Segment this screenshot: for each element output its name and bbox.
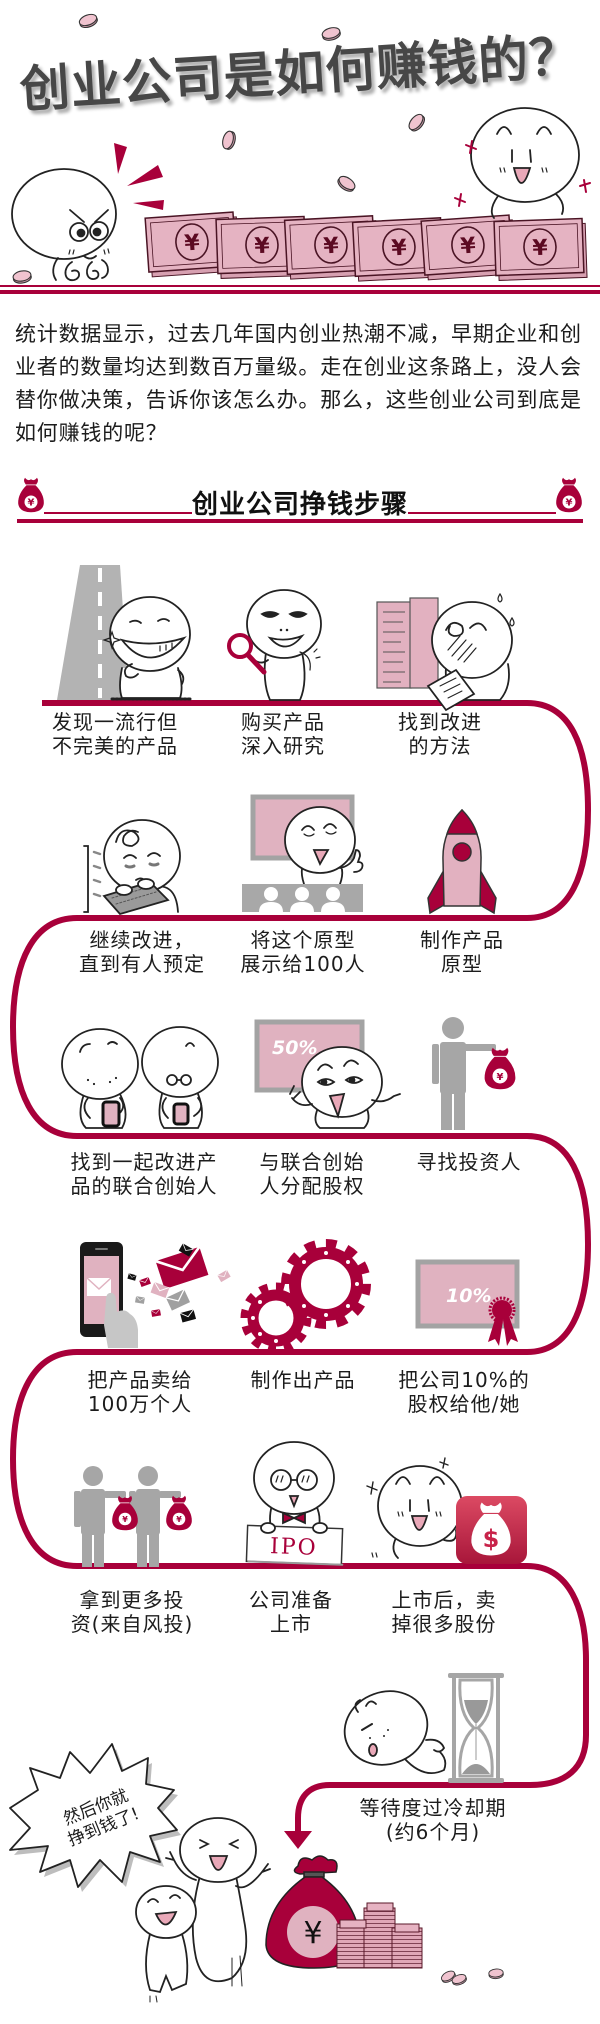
magnifying-glass-icon — [227, 633, 267, 675]
yen-symbol: ¥ — [28, 498, 35, 509]
cofounders-icon — [61, 1026, 219, 1129]
yen-symbol: ¥ — [391, 236, 408, 262]
ipo-sign-icon: IPO — [245, 1441, 344, 1566]
road-icon — [57, 565, 129, 700]
step-10-label: 把公司10%的 股权给他/她 — [398, 1368, 530, 1416]
yen-symbol: ¥ — [497, 1072, 504, 1083]
step-3-label: 找到改进 的方法 — [398, 710, 482, 758]
step-13-label: 拿到更多投 资(来自风投) — [70, 1588, 194, 1636]
happy-character-icon — [470, 107, 580, 219]
cash-stacks-icon — [336, 1902, 423, 1969]
sparkle-icon — [454, 140, 591, 207]
investor-icon: ¥ — [432, 1017, 516, 1130]
step-16-label: 等待度过冷却期 (约6个月) — [359, 1796, 507, 1844]
step-8-label: 与联合创始 人分配股权 — [259, 1150, 365, 1198]
arrow-down-icon — [284, 1831, 312, 1849]
step-5-label: 将这个原型 展示给100人 — [240, 928, 366, 976]
screen-percent-text: 50% — [272, 1037, 317, 1059]
rocket-icon — [427, 808, 497, 915]
flying-envelopes-icon — [127, 1243, 232, 1323]
paper-stack-icon — [376, 597, 439, 689]
step-4-label: 制作产品 原型 — [420, 928, 504, 976]
yen-symbol: ¥ — [532, 236, 549, 262]
header-divider — [0, 285, 600, 294]
hourglass-icon — [448, 1673, 504, 1783]
step-path-line — [9, 700, 592, 1834]
coin-icon — [439, 1967, 505, 1988]
alert-marks-icon — [114, 143, 164, 210]
step-7-label: 找到一起改进产 品的联合创始人 — [70, 1150, 218, 1198]
speech-bubble — [9, 1743, 181, 1892]
step-14-label: 公司准备 上市 — [249, 1588, 333, 1636]
venture-investors-icon: ¥ ¥ — [74, 1466, 192, 1567]
yen-symbol: ¥ — [460, 233, 478, 259]
jumping-characters-icon — [135, 1817, 271, 2003]
yen-symbol: ¥ — [122, 1515, 128, 1524]
section-divider — [17, 512, 583, 523]
money-bag-icon: ¥ — [18, 477, 44, 513]
step-12-label: 把产品卖给 100万个人 — [87, 1368, 193, 1416]
money-app-icon: $ — [456, 1496, 527, 1564]
ipo-text: IPO — [270, 1534, 318, 1561]
yen-symbol: ¥ — [566, 498, 573, 509]
certificate-icon: 10% — [415, 1259, 520, 1346]
grinning-character-icon — [102, 596, 192, 701]
intro-paragraph: 统计数据显示，过去几年国内创业热潮不减，早期企业和创 业者的数量均达到数百万量级… — [15, 322, 582, 445]
researching-character-icon — [246, 589, 322, 701]
yen-symbol: ¥ — [323, 234, 340, 260]
yen-symbol: ¥ — [184, 230, 202, 256]
celebrating-character-icon — [366, 1457, 463, 1559]
typing-character-icon — [83, 819, 181, 916]
angry-character-icon — [11, 168, 117, 281]
audience-icon — [242, 884, 363, 912]
section-title: 创业公司挣钱步骤 — [191, 490, 408, 520]
step-15-label: 上市后，卖 掉很多股份 — [391, 1588, 497, 1636]
presenter-character-icon — [284, 806, 364, 885]
stressed-character-icon — [426, 592, 515, 712]
money-bag-icon: ¥ — [556, 477, 582, 513]
dollar-symbol: $ — [483, 1525, 500, 1553]
phone-mail-icon — [80, 1242, 138, 1348]
explaining-character-icon — [289, 1046, 401, 1129]
yen-symbol: ¥ — [303, 1916, 322, 1951]
waiting-character-icon — [343, 1690, 447, 1774]
step-11-label: 制作出产品 — [250, 1368, 356, 1392]
step-1-label: 发现一流行但 不完美的产品 — [52, 710, 178, 758]
yen-bills-icon: ¥ ¥ ¥ ¥ ¥ ¥ — [144, 211, 588, 283]
gears-icon — [240, 1239, 371, 1354]
step-2-label: 购买产品 深入研究 — [241, 710, 325, 758]
yen-symbol: ¥ — [176, 1515, 182, 1524]
certificate-percent-text: 10% — [446, 1285, 491, 1307]
step-6-label: 继续改进， 直到有人预定 — [79, 928, 205, 976]
yen-symbol: ¥ — [254, 234, 271, 260]
step-9-label: 寻找投资人 — [416, 1150, 522, 1174]
